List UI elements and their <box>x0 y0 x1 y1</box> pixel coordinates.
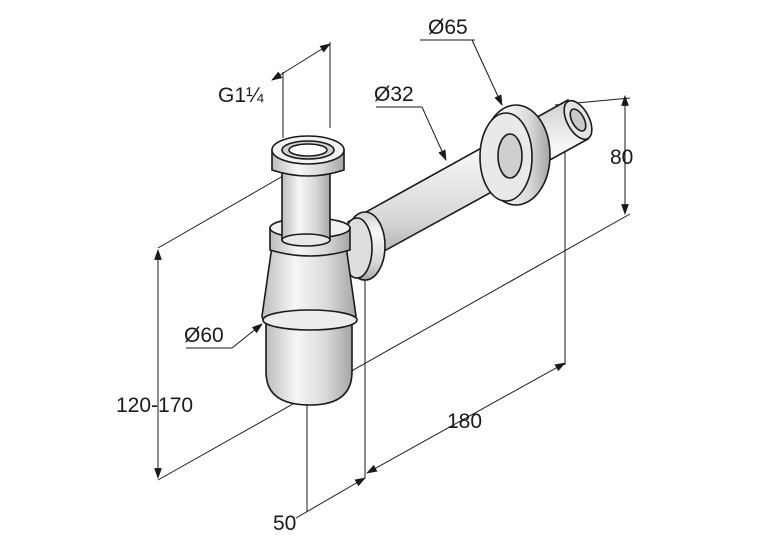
leader-rosette <box>471 39 503 106</box>
label-wall-height: 80 <box>610 146 633 169</box>
label-bottle-diameter: Ø60 <box>184 324 224 347</box>
leader-bottle <box>186 323 263 349</box>
wall-rosette <box>479 104 551 206</box>
label-outlet-offset: 50 <box>273 512 296 535</box>
label-rosette-diameter: Ø65 <box>428 16 468 39</box>
label-pipe-length: 180 <box>447 410 482 433</box>
dim-length-line <box>366 362 566 474</box>
label-height-range: 120-170 <box>116 394 193 417</box>
dim-thread-line <box>271 43 331 81</box>
waste-pipe <box>346 98 593 263</box>
dimension-lines <box>154 39 629 519</box>
label-pipe-diameter: Ø32 <box>374 83 414 106</box>
dim-offset-line <box>295 477 366 519</box>
inlet-tube <box>271 135 345 247</box>
label-thread: G1¼ <box>218 84 264 107</box>
leader-pipe <box>376 106 447 162</box>
